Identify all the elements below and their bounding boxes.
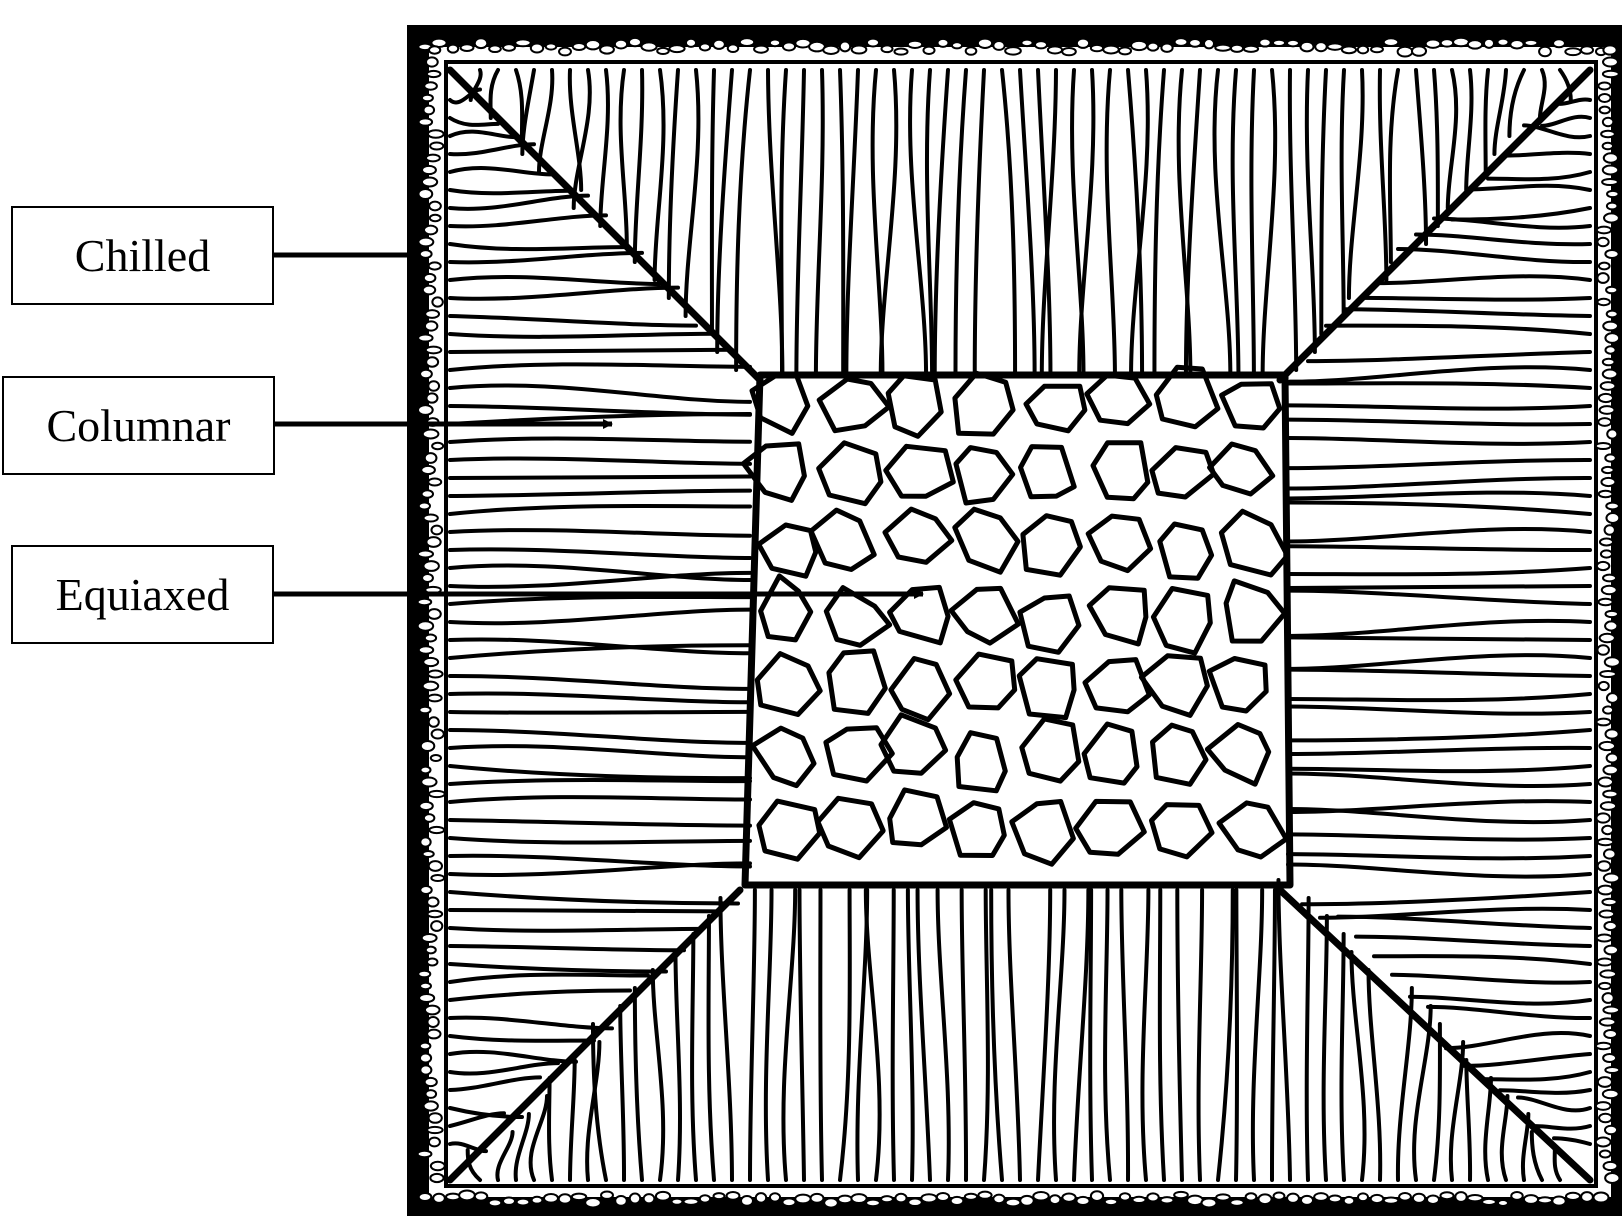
columnar-label: Columnar	[2, 376, 275, 475]
chilled-zone	[407, 25, 1622, 1216]
equiaxed-zone	[741, 364, 1294, 889]
equiaxed-label: Equiaxed	[11, 545, 274, 644]
chilled-label: Chilled	[11, 206, 274, 305]
columnar-zone	[446, 66, 1594, 1184]
